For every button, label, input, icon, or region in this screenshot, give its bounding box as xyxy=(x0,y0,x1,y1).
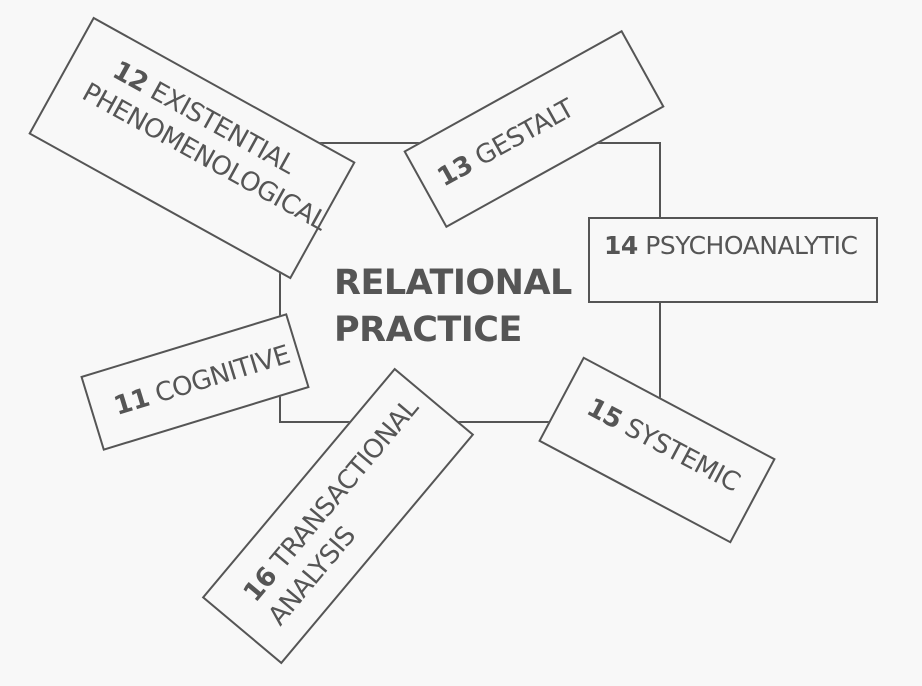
center-title-line2: PRACTICE xyxy=(334,310,522,350)
approach-label: 11 COGNITIVE xyxy=(83,316,302,431)
approach-box-psychoanalytic: 14 PSYCHOANALYTIC xyxy=(588,217,878,303)
approach-label: 14 PSYCHOANALYTIC xyxy=(590,219,876,263)
approach-name: GESTALT xyxy=(470,93,580,173)
approach-number: 13 xyxy=(432,149,478,194)
approach-box-cognitive: 11 COGNITIVE xyxy=(80,313,310,451)
approach-name: COGNITIVE xyxy=(151,339,294,410)
center-title: RELATIONAL PRACTICE xyxy=(334,260,572,354)
approach-number: 15 xyxy=(581,392,627,436)
center-title-line1: RELATIONAL xyxy=(334,263,572,303)
approach-number: 14 xyxy=(604,231,638,260)
approach-number: 11 xyxy=(110,382,153,422)
approach-name: SYSTEMIC xyxy=(619,412,745,499)
approach-box-existential-phenomenological: 12 EXISTENTIAL PHENOMENOLOGICAL xyxy=(28,16,356,280)
approach-name: PSYCHOANALYTIC xyxy=(645,231,858,260)
approach-label: 15 SYSTEMIC xyxy=(558,359,773,509)
